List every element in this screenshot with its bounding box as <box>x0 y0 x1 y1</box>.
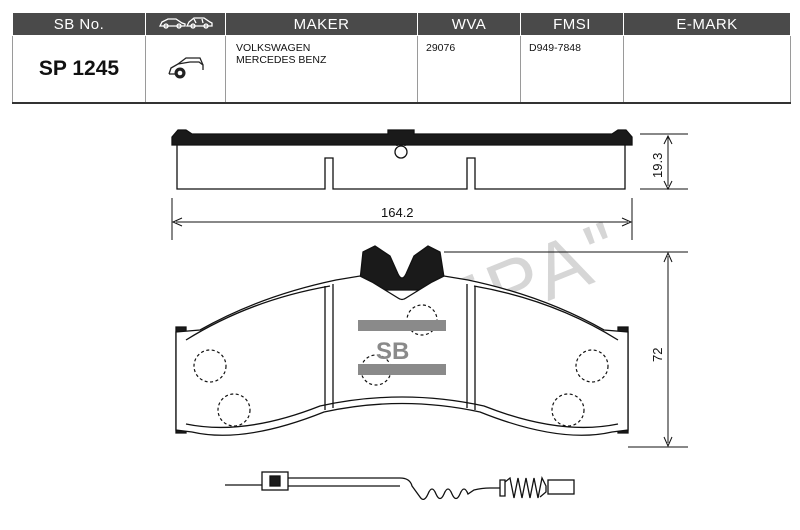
sb-number: SP 1245 <box>12 35 146 104</box>
maker-mercedes: MERCEDES BENZ <box>236 54 327 66</box>
wear-sensor <box>225 471 575 501</box>
header-fmsi: FMSI <box>520 12 624 36</box>
dimension-width <box>171 198 633 240</box>
maker-cell: VOLKSWAGEN MERCEDES BENZ <box>225 35 418 104</box>
maker-volkswagen: VOLKSWAGEN <box>236 42 311 54</box>
header-wva: WVA <box>417 12 521 36</box>
dimension-height <box>444 251 688 448</box>
wva-number: 29076 <box>417 35 521 104</box>
dimension-thickness <box>640 133 688 191</box>
width-label: 164.2 <box>381 205 414 220</box>
pad-front-view <box>175 245 629 436</box>
header-sb-no: SB No. <box>12 12 146 36</box>
header-emark: E-MARK <box>623 12 791 36</box>
height-label: 72 <box>650 348 665 362</box>
sb-logo-text: SB <box>376 338 409 365</box>
car-pair-icon <box>158 17 213 29</box>
car-wheel-icon <box>167 56 204 78</box>
pad-side-view <box>171 129 633 190</box>
thickness-label: 19.3 <box>650 153 665 178</box>
header-maker: MAKER <box>225 12 418 36</box>
fmsi-number: D949-7848 <box>520 35 624 104</box>
emark-value <box>623 35 791 104</box>
spec-table: SB No. MAKER WVA FMSI E-MARK SP 1245 <box>12 12 791 104</box>
sb-logo <box>358 320 446 375</box>
header-vehicle <box>145 12 226 36</box>
